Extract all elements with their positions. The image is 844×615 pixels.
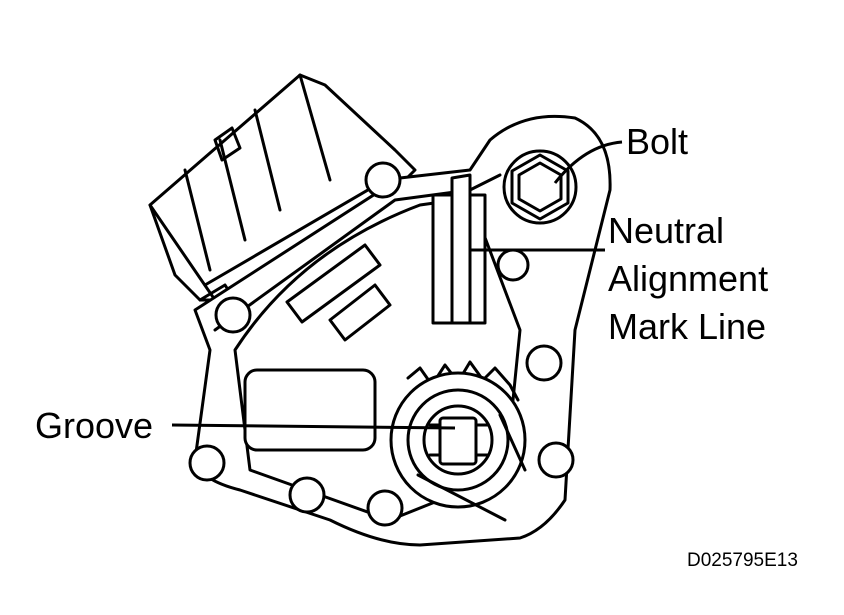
neutral-label-line-2: Alignment [608,258,769,299]
control-shaft [389,360,527,522]
mounting-holes [188,161,575,527]
neutral-label-line-1: Neutral [608,210,725,251]
neutral-label-line-3: Mark Line [608,306,767,347]
groove-label: Groove [35,405,154,446]
groove-leader [171,423,456,430]
bolt-leader [553,140,623,184]
housing-pads [243,243,392,452]
bolt-label: Bolt [626,121,689,162]
figure-code: D025795E13 [687,550,798,571]
leader-lines [171,140,623,430]
neutral-alignment-mark [431,173,487,325]
bolt-head [502,149,578,225]
